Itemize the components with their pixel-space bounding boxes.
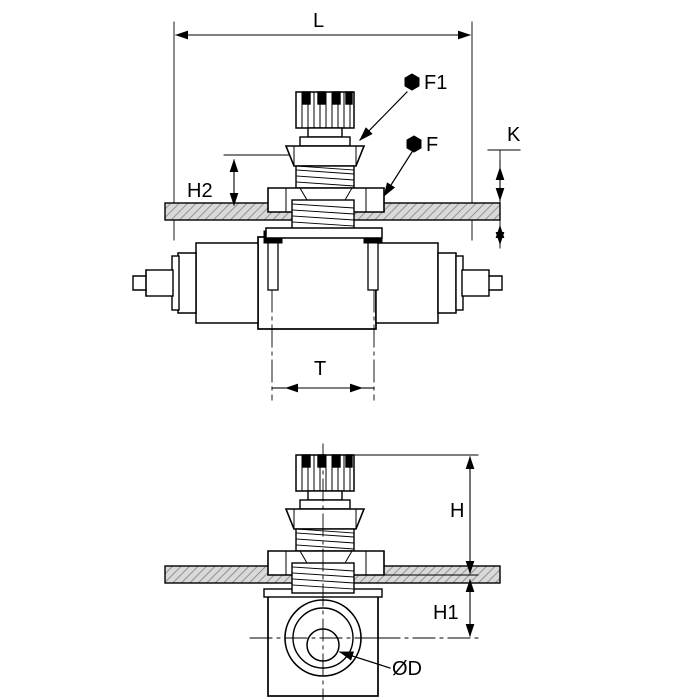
dim-label-F1: F1 <box>424 72 448 94</box>
leader-D <box>338 651 391 669</box>
dim-label-F: F <box>426 134 439 156</box>
leader-F <box>383 151 413 198</box>
stem-assembly-top <box>265 91 385 239</box>
dim-label-T: T <box>314 358 327 380</box>
stem-assembly-bottom <box>267 454 385 594</box>
dim-label-K: K <box>507 124 521 146</box>
dim-label-H: H <box>450 500 465 522</box>
centerline-bottom <box>249 443 397 700</box>
dim-K <box>487 149 521 249</box>
valve-body-top <box>132 230 503 330</box>
dim-label-L: L <box>313 10 325 32</box>
dim-label-H1: H1 <box>433 602 459 624</box>
leader-F1 <box>359 91 408 141</box>
dim-label-H2: H2 <box>187 180 213 202</box>
dim-H <box>299 454 479 576</box>
dim-H1 <box>377 578 479 639</box>
hex-marker-F1 <box>404 73 420 91</box>
hex-marker-F <box>406 135 422 153</box>
dim-T <box>271 289 375 401</box>
dim-label-D: ØD <box>392 658 422 680</box>
